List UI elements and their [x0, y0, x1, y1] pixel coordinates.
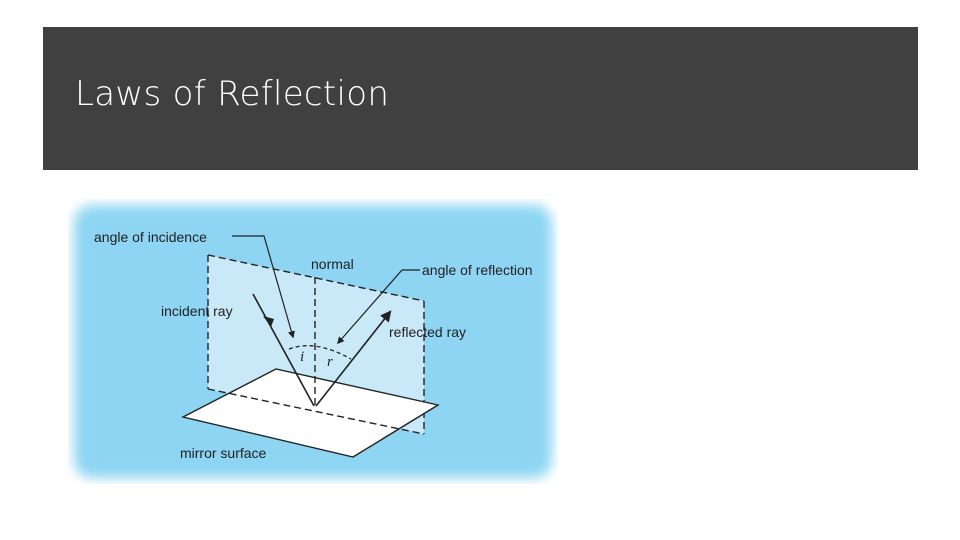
slide-title: Laws of Reflection	[75, 74, 390, 114]
label-mirror-surface: mirror surface	[180, 445, 267, 461]
label-angle-i: i	[300, 349, 304, 365]
incident-ray-arrowhead	[263, 316, 274, 327]
incident-ray	[252, 293, 315, 407]
label-angle-r: r	[327, 354, 333, 370]
label-normal: normal	[311, 256, 354, 272]
label-angle-of-incidence: angle of incidence	[94, 229, 207, 245]
angle-arc	[288, 345, 352, 360]
reflection-diagram: angle of incidence normal angle of refle…	[68, 199, 558, 484]
label-reflected-ray: reflected ray	[389, 324, 466, 340]
angle-of-incidence-pointer	[232, 235, 295, 339]
title-bar: Laws of Reflection	[43, 27, 918, 170]
label-angle-of-reflection: angle of reflection	[422, 262, 533, 278]
mirror-surface	[180, 368, 440, 458]
reflection-diagram-svg: angle of incidence normal angle of refle…	[74, 205, 552, 478]
plane-base-line	[207, 388, 425, 435]
angle-of-reflection-pointer	[337, 269, 420, 345]
reflected-ray	[315, 310, 392, 407]
label-incident-ray: incident ray	[161, 303, 233, 319]
